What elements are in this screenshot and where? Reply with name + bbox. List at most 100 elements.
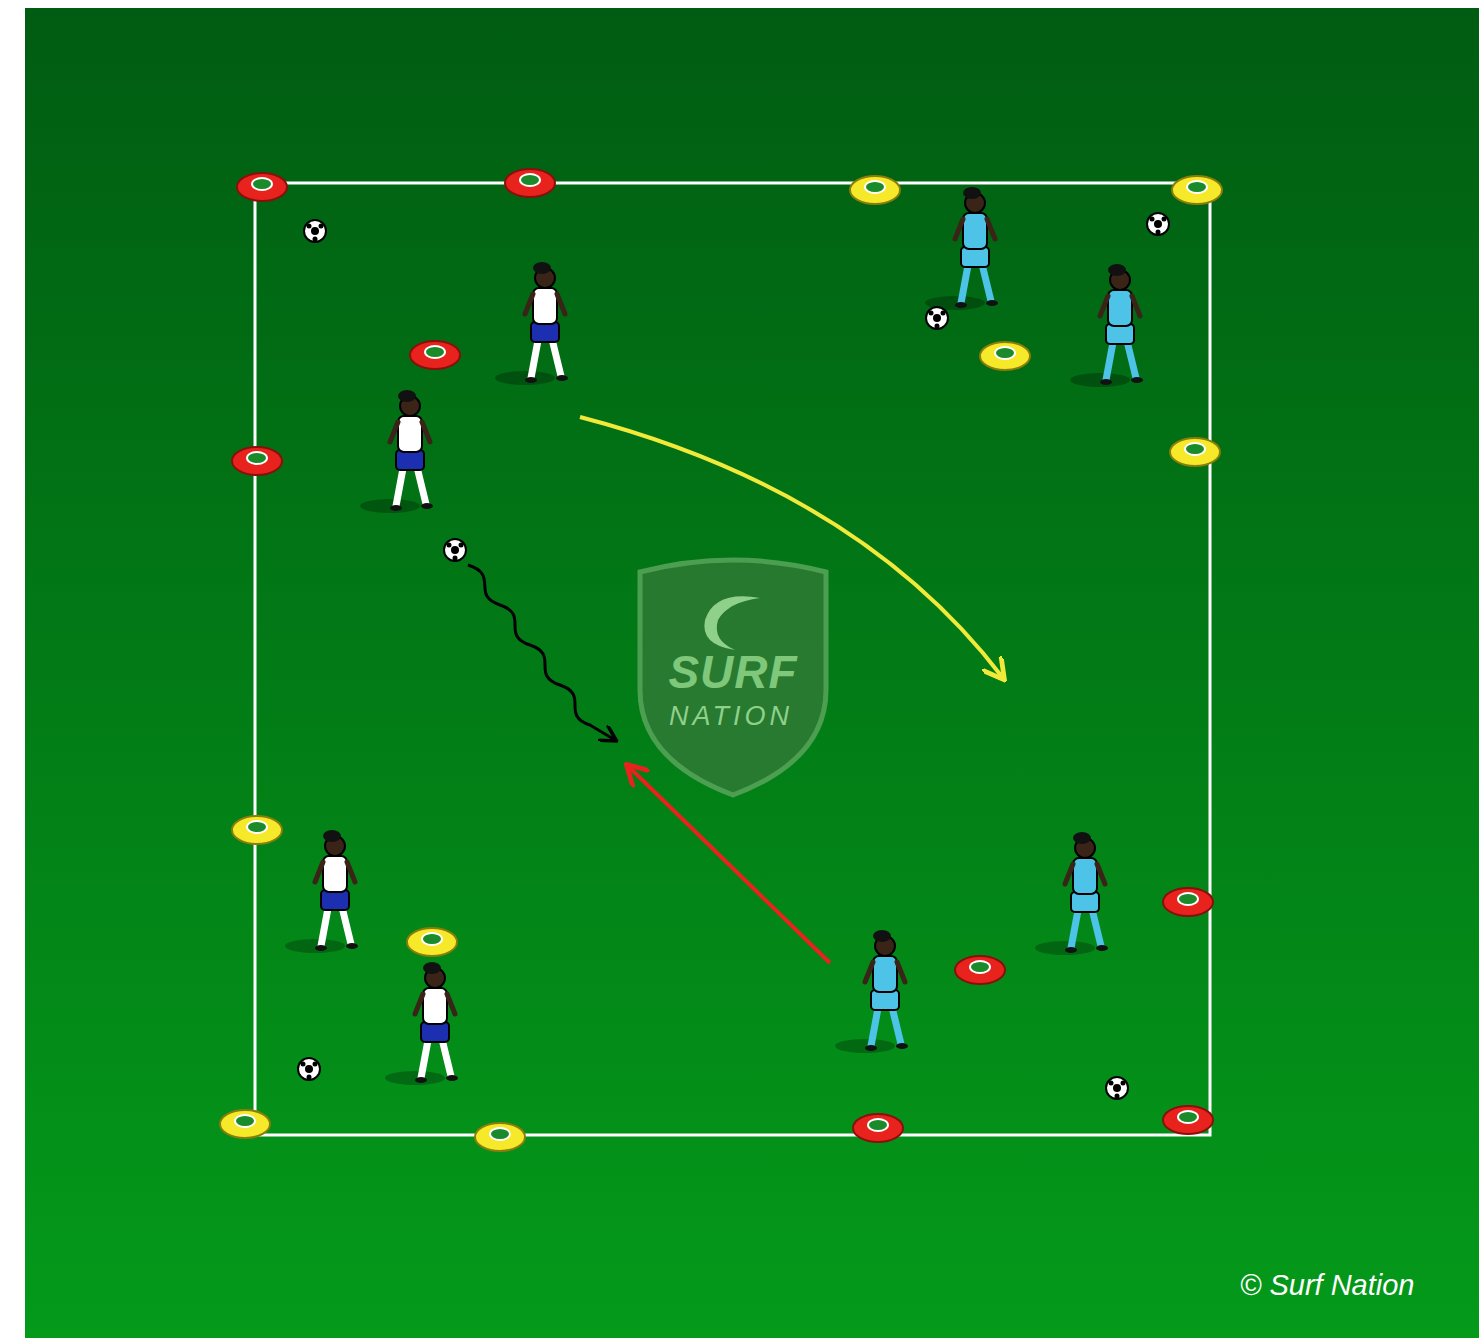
shadow	[360, 499, 420, 513]
cone-top	[422, 933, 442, 945]
ball	[298, 1058, 320, 1080]
boot	[556, 375, 568, 381]
dribble-arrow	[468, 565, 615, 740]
boot	[955, 302, 967, 308]
player	[285, 830, 358, 953]
cone	[220, 1110, 270, 1138]
ball-patch	[1150, 217, 1155, 222]
boot	[1096, 945, 1108, 951]
cone-top	[235, 1115, 255, 1127]
cone-top	[970, 961, 990, 973]
pass-arrow	[628, 766, 830, 963]
arm	[1065, 864, 1073, 884]
ball	[1106, 1077, 1128, 1099]
player	[360, 390, 433, 513]
shirt	[873, 956, 897, 992]
cone	[237, 173, 287, 201]
shirt	[398, 416, 422, 452]
arm	[390, 422, 398, 442]
arm	[987, 219, 995, 239]
cone	[850, 176, 900, 204]
cone-top	[1187, 181, 1207, 193]
cone-top	[868, 1119, 888, 1131]
cone-top	[865, 181, 885, 193]
cone	[232, 816, 282, 844]
cone	[1172, 176, 1222, 204]
arm	[1097, 864, 1105, 884]
player	[925, 187, 998, 310]
ball-patch	[459, 543, 464, 548]
shadow	[925, 296, 985, 310]
player	[835, 930, 908, 1053]
ball-patch	[1156, 230, 1161, 235]
ball-patch	[313, 1062, 318, 1067]
ball-patch	[313, 237, 318, 242]
boot	[1131, 377, 1143, 383]
boot	[315, 945, 327, 951]
cone	[1170, 438, 1220, 466]
boot	[896, 1043, 908, 1049]
boot	[1065, 947, 1077, 953]
ball	[444, 539, 466, 561]
hair	[963, 187, 981, 199]
boot	[525, 377, 537, 383]
cone-top	[1178, 1111, 1198, 1123]
cone-top	[490, 1128, 510, 1140]
shadow	[285, 939, 345, 953]
ball-patch	[307, 224, 312, 229]
boot	[986, 300, 998, 306]
cone	[505, 169, 555, 197]
arm	[955, 219, 963, 239]
arm	[447, 994, 455, 1014]
boot	[446, 1075, 458, 1081]
cone	[410, 341, 460, 369]
boot	[865, 1045, 877, 1051]
logo-text: NATION	[669, 701, 793, 732]
ball-patch	[1113, 1084, 1121, 1092]
shirt	[533, 288, 557, 324]
ball-patch	[319, 224, 324, 229]
run-arrow	[580, 417, 1003, 678]
arm	[525, 294, 533, 314]
cone	[232, 816, 282, 844]
pitch	[25, 8, 1479, 1338]
cone	[1170, 438, 1220, 466]
arm	[897, 962, 905, 982]
arm	[1100, 296, 1108, 316]
cone-top	[1185, 443, 1205, 455]
cone	[232, 447, 282, 475]
hair	[398, 390, 416, 402]
cone	[853, 1114, 903, 1142]
ball	[298, 1058, 320, 1080]
cone	[980, 342, 1030, 370]
hair	[1108, 264, 1126, 276]
cone	[1163, 1106, 1213, 1134]
arm	[347, 862, 355, 882]
hair	[323, 830, 341, 842]
shirt	[1108, 290, 1132, 326]
hair	[423, 962, 441, 974]
cone	[1172, 176, 1222, 204]
ball-patch	[935, 324, 940, 329]
cone	[955, 956, 1005, 984]
ball	[926, 307, 948, 329]
cone	[955, 956, 1005, 984]
ball-patch	[447, 543, 452, 548]
cone-top	[1178, 893, 1198, 905]
arm	[422, 422, 430, 442]
hair	[533, 262, 551, 274]
cone	[1163, 888, 1213, 916]
cone	[407, 928, 457, 956]
copyright-note: © Surf Nation	[1240, 1269, 1415, 1302]
shirt	[1073, 858, 1097, 894]
cone	[850, 176, 900, 204]
ball-patch	[451, 546, 459, 554]
boot	[421, 503, 433, 509]
cone	[237, 173, 287, 201]
cone	[407, 928, 457, 956]
ball	[926, 307, 948, 329]
ball	[444, 539, 466, 561]
ball-patch	[301, 1062, 306, 1067]
player	[1035, 832, 1108, 955]
ball-patch	[1109, 1081, 1114, 1086]
